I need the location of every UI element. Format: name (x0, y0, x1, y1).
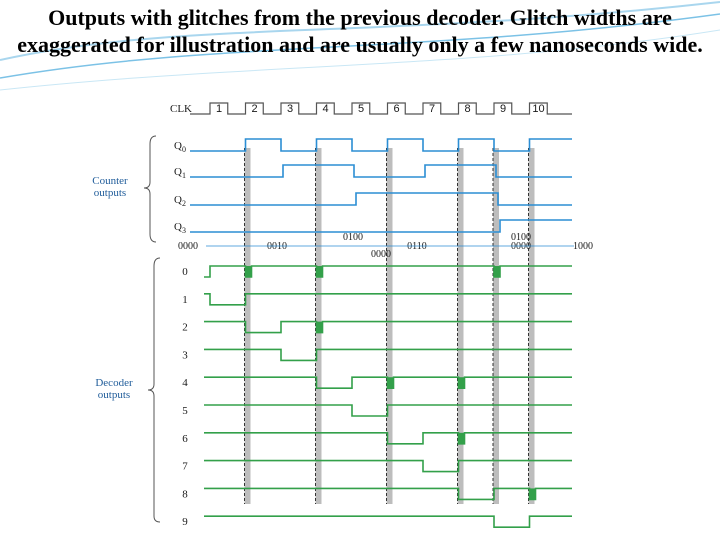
counter-label-sub-q3: 3 (182, 226, 186, 235)
clk-label: CLK (170, 103, 192, 115)
counter-label-q1: Q1 (174, 166, 186, 180)
decoder-label-2: 2 (182, 322, 188, 334)
clk-pulse-number-1: 1 (216, 103, 222, 115)
counter-wave-q0 (190, 138, 572, 152)
state-label-6: 0000 (511, 241, 531, 252)
counter-label-letter-q3: Q (174, 221, 182, 233)
clk-pulse-number-4: 4 (322, 103, 328, 115)
swoosh-curve-top (0, 1, 720, 61)
decoder-label-1: 1 (182, 294, 188, 306)
decoder-wave-3 (204, 348, 572, 362)
decoder-group-label-line1: Decoder (95, 377, 133, 389)
glitch-pulse-6-7 (458, 432, 465, 444)
state-label-1: 0010 (267, 241, 287, 252)
state-label-5: 0100 (511, 232, 531, 243)
state-label-7: 1000 (573, 241, 593, 252)
counter-label-q0: Q0 (174, 140, 186, 154)
clk-pulse-number-3: 3 (287, 103, 293, 115)
decoder-wave-1 (204, 293, 572, 306)
clk-pulse-number-9: 9 (500, 103, 506, 115)
counter-brace (143, 135, 157, 243)
swoosh-curve-bottom (0, 29, 720, 91)
decoder-label-3: 3 (182, 349, 188, 361)
decoder-label-5: 5 (182, 405, 188, 417)
counter-label-sub-q1: 1 (182, 171, 186, 180)
state-label-0: 0000 (178, 241, 198, 252)
state-label-4: 0110 (407, 241, 427, 252)
glitch-band-7 (457, 148, 464, 504)
glitch-band-5 (386, 148, 393, 504)
counter-label-letter-q1: Q (174, 166, 182, 178)
decoder-wave-6 (204, 432, 572, 445)
decoder-group-label-line2: outputs (98, 389, 130, 401)
clk-pulse-number-6: 6 (393, 103, 399, 115)
counter-group-label-line2: outputs (94, 187, 126, 199)
decoder-wave-9 (204, 515, 572, 528)
decoder-label-6: 6 (182, 433, 188, 445)
decoder-brace (147, 257, 161, 523)
glitch-pulse-4-7 (458, 377, 465, 389)
decoder-wave-7 (204, 459, 572, 473)
counter-label-letter-q0: Q (174, 140, 182, 152)
counter-label-sub-q2: 2 (182, 199, 186, 208)
counter-label-q2: Q2 (174, 194, 186, 208)
counter-wave-q2 (190, 192, 572, 206)
glitch-pulse-0-1 (245, 266, 252, 277)
counter-label-letter-q2: Q (174, 194, 182, 206)
counter-group-label-line1: Counter (92, 175, 128, 187)
glitch-pulse-2-3 (316, 321, 323, 333)
state-label-3: 0000 (371, 249, 391, 260)
decoder-label-8: 8 (182, 488, 188, 500)
counter-wave-q1 (190, 164, 572, 178)
slide-title: Outputs with glitches from the previous … (17, 5, 703, 57)
swoosh-curve-middle (0, 13, 720, 79)
glitch-pulse-8-9 (529, 488, 536, 500)
clk-pulse-number-10: 10 (532, 103, 544, 115)
glitch-band-1 (244, 148, 251, 504)
state-label-2: 0100 (343, 232, 363, 243)
glitch-pulse-0-3 (316, 266, 323, 277)
clk-pulse-number-5: 5 (358, 103, 364, 115)
glitch-band-9 (528, 148, 535, 504)
counter-label-sub-q0: 0 (182, 145, 186, 154)
decoder-label-0: 0 (182, 266, 188, 278)
decoder-label-7: 7 (182, 461, 188, 473)
decoder-label-9: 9 (182, 516, 188, 528)
clk-pulse-number-8: 8 (464, 103, 470, 115)
clk-pulse-number-7: 7 (429, 103, 435, 115)
clk-pulse-number-2: 2 (251, 103, 257, 115)
glitch-pulse-4-5 (387, 377, 394, 389)
counter-label-q3: Q3 (174, 221, 186, 235)
glitch-pulse-0-8 (494, 266, 500, 277)
counter-wave-q3 (190, 219, 572, 233)
decoder-label-4: 4 (182, 377, 188, 389)
decoder-wave-5 (204, 404, 572, 417)
glitch-band-8 (493, 148, 499, 504)
clock-wave (190, 102, 572, 115)
